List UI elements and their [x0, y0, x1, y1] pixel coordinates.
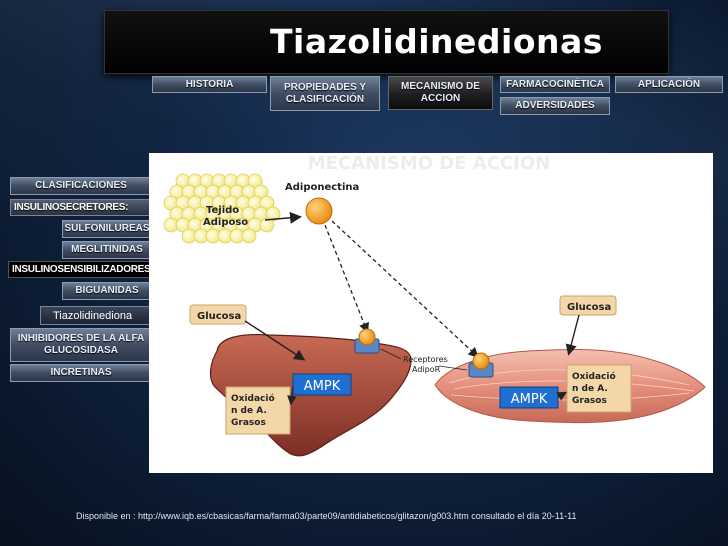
nav-propiedades-button[interactable]: PROPIEDADES Y CLASIFICACIÓN	[270, 76, 380, 111]
nav-mecanismo-label-1: MECANISMO DE	[401, 81, 480, 92]
glucosa-left-arrow	[244, 320, 306, 361]
oxidacion-left-label-3: Grasos	[231, 418, 266, 428]
tejido-label-2: Adiposo	[203, 217, 248, 228]
sidebar-item-clasificaciones[interactable]: CLASIFICACIONES	[10, 177, 152, 195]
ampk-right-label: AMPK	[511, 392, 548, 407]
sidebar-item-label: SULFONILUREAS	[64, 223, 150, 234]
glucosa-right-arrow	[565, 314, 580, 356]
nav-farmacocinetica-button[interactable]: FARMACOCINÉTICA	[500, 76, 610, 93]
sidebar-item-label: CLASIFICACIONES	[35, 180, 127, 191]
adiponectina-label: Adiponectina	[285, 182, 359, 193]
sidebar-item-biguanidas[interactable]: BIGUANIDAS	[62, 282, 152, 300]
receptores-label-1: Receptores	[403, 355, 448, 364]
oxidacion-right-box	[566, 364, 632, 413]
sidebar-item-meglitinidas[interactable]: MEGLITINIDAS	[62, 241, 152, 259]
tejido-label-1: Tejido	[206, 205, 239, 216]
oxidacion-left-label-1: Oxidació	[231, 393, 275, 404]
adiponectina-molecule-icon	[305, 197, 333, 225]
sidebar-item-label: Tiazolidinediona	[53, 309, 133, 322]
sidebar-item-tiazolidinedionas[interactable]: Tiazolidinediona	[40, 306, 152, 325]
nav-propiedades-label-1: PROPIEDADES Y	[283, 81, 367, 93]
oxidacion-right-label-2: n de A.	[572, 384, 608, 394]
receptores-label-2: AdipoR	[412, 365, 441, 374]
oxidacion-right-label-3: Grasos	[572, 396, 607, 406]
sidebar-header-label: INSULINOSENSIBILIZADORES:	[12, 263, 154, 275]
nav-historia-label: HISTORIA	[185, 78, 234, 90]
sidebar-item-inhibidores-alfa-glucosidasa[interactable]: INHIBIDORES DE LA ALFA GLUCOSIDASA	[10, 328, 152, 362]
nav-aplicacion-label: APLICACIÓN	[637, 78, 701, 90]
receptor-liver-icon	[354, 328, 380, 354]
source-caption: Disponible en : http://www.iqb.es/cbasic…	[76, 511, 577, 521]
nav-mecanismo-label-2: ACCION	[420, 93, 461, 104]
sidebar-header-insulinosensibilizadores: INSULINOSENSIBILIZADORES:	[8, 261, 154, 278]
sidebar-item-label: INCRETINAS	[50, 367, 112, 378]
sidebar-header-label: INSULINOSECRETORES:	[14, 201, 129, 213]
sidebar-item-incretinas[interactable]: INCRETINAS	[10, 364, 152, 382]
receptor-muscle-icon	[468, 352, 494, 378]
adiponectina-to-muscle-arrow	[331, 220, 479, 358]
nav-aplicacion-button[interactable]: APLICACIÓN	[615, 76, 723, 93]
nav-farmacocinetica-label: FARMACOCINÉTICA	[506, 78, 604, 90]
oxidacion-left-label-2: n de A.	[231, 406, 267, 416]
ampk-left-box	[292, 373, 352, 396]
nav-mecanismo-button[interactable]: MECANISMO DE ACCION	[388, 76, 493, 110]
glucosa-left-label: Glucosa	[197, 311, 241, 322]
receptor-pointer-left	[380, 348, 402, 360]
glucosa-right-box	[559, 295, 617, 316]
sidebar-item-label: BIGUANIDAS	[75, 285, 139, 296]
adipose-cell	[241, 228, 257, 244]
ampk-left-to-oxidacion-arrow	[287, 386, 297, 406]
glucosa-right-label: Glucosa	[567, 302, 611, 313]
sidebar-header-insulinosecretores: INSULINOSECRETORES:	[10, 199, 152, 216]
title-bar	[104, 10, 669, 74]
ampk-left-label: AMPK	[304, 379, 341, 394]
sidebar-item-label-1: INHIBIDORES DE LA ALFA	[17, 333, 145, 344]
receptor-pointer-right	[438, 365, 468, 371]
adiponectina-to-liver-arrow	[324, 224, 369, 334]
ghost-heading: MECANISMO DE ACCION	[308, 153, 550, 174]
page-title: Tiazolidinedionas	[270, 22, 603, 61]
sidebar-item-label: MEGLITINIDAS	[71, 244, 143, 255]
tissue-to-adiponectina-arrow	[264, 211, 302, 224]
nav-propiedades-label-2: CLASIFICACIÓN	[285, 93, 365, 105]
oxidacion-left-box	[225, 386, 291, 435]
oxidacion-right-label-1: Oxidació	[572, 371, 616, 382]
glucosa-left-box	[189, 304, 247, 325]
nav-adversidades-label: ADVERSIDADES	[515, 100, 595, 111]
ampk-right-to-oxidacion-arrow	[556, 391, 568, 401]
nav-adversidades-button[interactable]: ADVERSIDADES	[500, 97, 610, 115]
sidebar-item-label-2: GLUCOSIDASA	[44, 345, 118, 356]
mechanism-figure: MECANISMO DE ACCION Tejido Adiposo Adipo…	[149, 153, 713, 473]
adipose-tissue-icon	[163, 173, 281, 244]
mechanism-diagram: MECANISMO DE ACCION Tejido Adiposo Adipo…	[163, 153, 706, 457]
adipose-cell	[259, 217, 275, 233]
nav-historia-button[interactable]: HISTORIA	[152, 76, 267, 93]
sidebar-item-sulfonilureas[interactable]: SULFONILUREAS	[62, 220, 152, 238]
